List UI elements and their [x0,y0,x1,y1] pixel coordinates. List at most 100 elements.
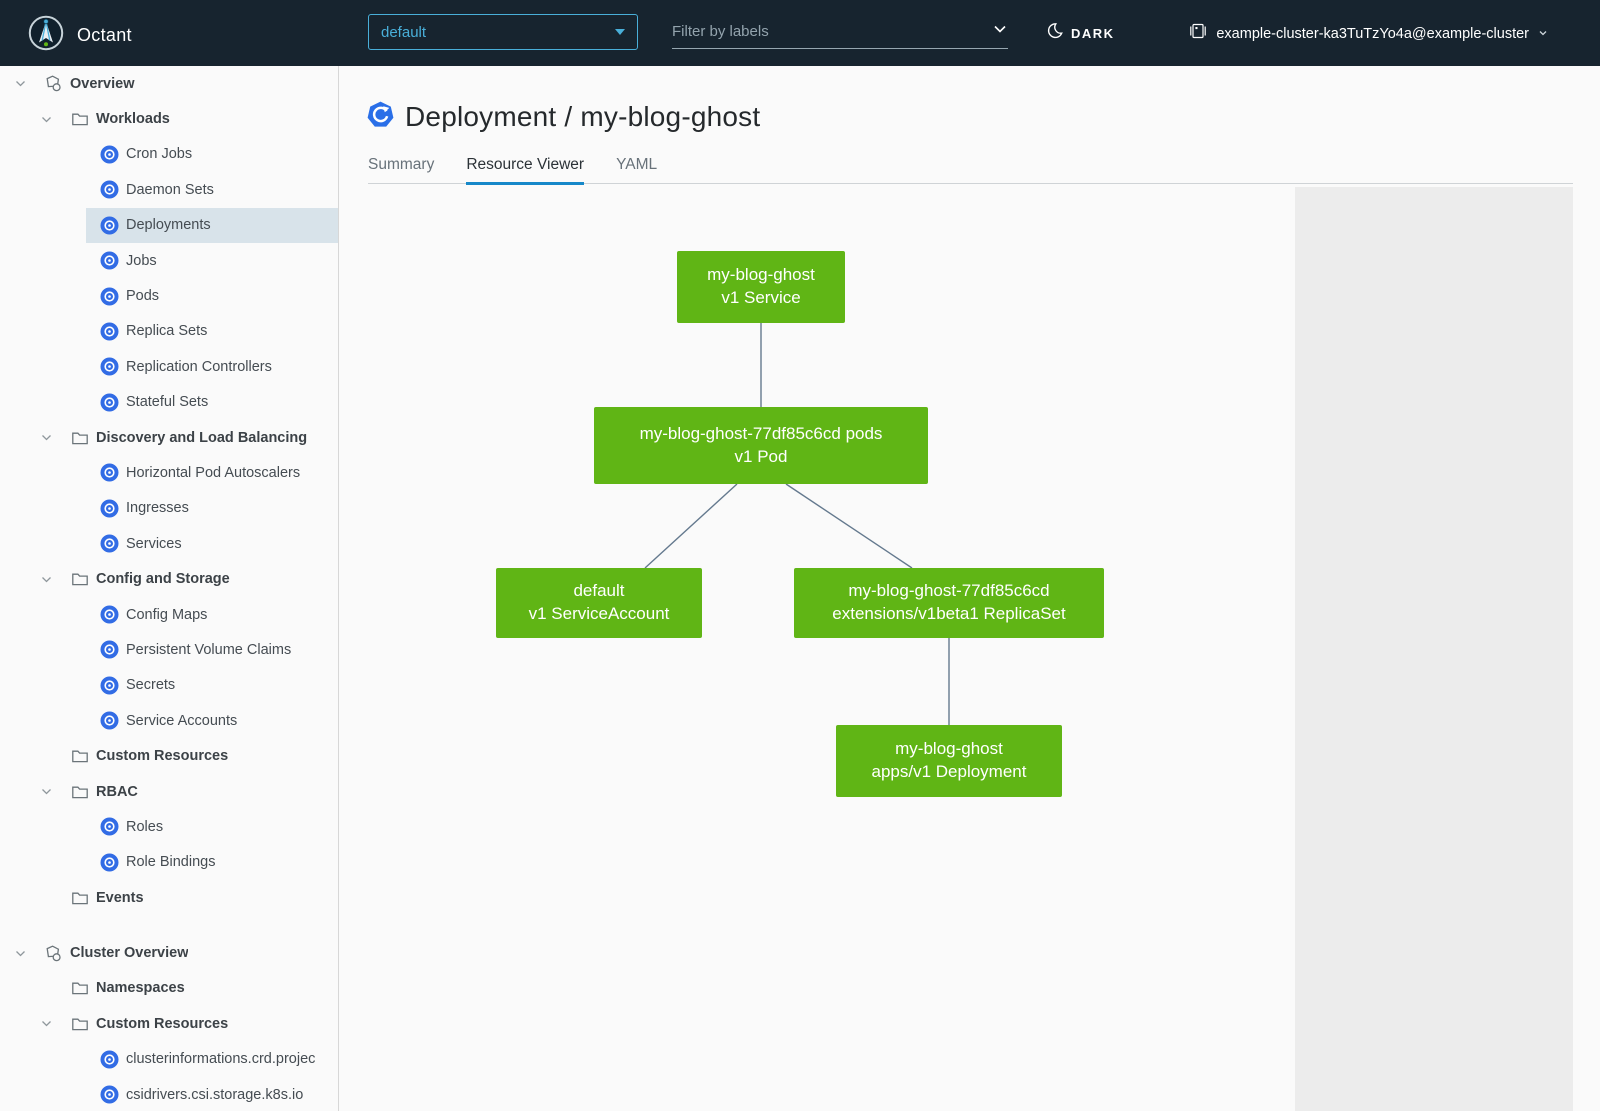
sidebar-item-custom-resources[interactable]: Custom Resources [0,738,338,773]
sidebar-item-workloads[interactable]: Workloads [0,101,338,136]
caret-down-icon[interactable] [14,947,27,960]
filter-by-labels-input[interactable]: Filter by labels [672,14,1008,49]
folder-icon [70,110,89,129]
tab-yaml[interactable]: YAML [616,156,658,173]
sidebar-item-namespaces[interactable]: Namespaces [0,971,338,1006]
sidebar-item-config-and-storage[interactable]: Config and Storage [0,561,338,596]
dark-theme-label: DARK [1071,25,1115,41]
app-title: Octant [77,25,132,45]
deployment-icon [367,101,394,133]
minimap-panel [1295,187,1573,1111]
pvc-icon [100,640,119,659]
graph-node-label: extensions/v1beta1 ReplicaSet [832,604,1066,623]
sidebar-item-daemon-sets[interactable]: Daemon Sets [86,172,338,207]
sidebar-item-label: Roles [126,818,164,835]
caret-down-icon[interactable] [40,1017,53,1030]
chevron-down-icon[interactable] [992,21,1008,42]
tab-bar: Summary Resource Viewer YAML [368,145,1573,185]
sidebar-item-label: Cron Jobs [126,146,193,163]
sidebar-item-config-maps[interactable]: Config Maps [86,597,338,632]
sidebar-item-replication-controllers[interactable]: Replication Controllers [86,349,338,384]
sidebar-item-cluster-overview[interactable]: Cluster Overview [0,935,338,970]
octant-logo-icon [28,15,64,56]
folder-icon [70,570,89,589]
cronjob-icon [100,145,119,164]
sidebar-item-label: Daemon Sets [126,181,214,198]
daemonset-icon [100,180,119,199]
dark-theme-toggle[interactable]: DARK [1046,22,1115,44]
secret-icon [100,676,119,695]
sidebar-item-horizontal-pod-autoscalers[interactable]: Horizontal Pod Autoscalers [86,455,338,490]
caret-down-icon[interactable] [40,431,53,444]
sidebar-item-role-bindings[interactable]: Role Bindings [86,845,338,880]
sidebar-item-jobs[interactable]: Jobs [86,243,338,278]
ingress-icon [100,499,119,518]
folder-icon [70,979,89,998]
sidebar-item-label: Workloads [96,111,170,128]
sidebar-item-ingresses[interactable]: Ingresses [86,491,338,526]
sidebar-item-label: RBAC [96,783,138,800]
graph-node-label: my-blog-ghost-77df85c6cd pods [639,423,883,443]
sidebar-item-label: Service Accounts [126,712,238,729]
sidebar-item-label: Namespaces [96,980,185,997]
sidebar-item-overview[interactable]: Overview [0,66,338,101]
cluster-icon [1189,22,1207,45]
sidebar-item-roles[interactable]: Roles [86,809,338,844]
sidebar-item-label: Events [96,889,144,906]
job-icon [100,251,119,270]
graph-node-label: my-blog-ghost [895,739,1003,759]
sidebar-item-csidrivers-csi-storage-k8s-io[interactable]: csidrivers.csi.storage.k8s.io [86,1077,338,1111]
sidebar-item-label: Role Bindings [126,854,216,871]
sidebar-item-deployments[interactable]: Deployments [86,207,338,243]
rolebinding-icon [100,853,119,872]
sidebar-item-rbac[interactable]: RBAC [0,774,338,809]
graph-node-label: default [573,581,625,601]
sidebar-item-label: Ingresses [126,500,189,517]
sidebar-item-service-accounts[interactable]: Service Accounts [86,703,338,738]
sidebar-item-label: Stateful Sets [126,394,209,411]
sidebar-item-label: Replica Sets [126,323,208,340]
graph-node-label: apps/v1 Deployment [871,762,1027,781]
cluster-context-selector[interactable]: example-cluster-ka3TuTzYo4a@example-clus… [1189,22,1548,45]
filter-placeholder: Filter by labels [672,22,769,40]
caret-down-icon [615,29,625,35]
sidebar-item-label: Jobs [126,252,157,269]
sidebar-item-secrets[interactable]: Secrets [86,668,338,703]
caret-down-icon[interactable] [40,573,53,586]
graph-node-deployment[interactable]: my-blog-ghost apps/v1 Deployment [836,725,1062,797]
sidebar-item-custom-resources[interactable]: Custom Resources [0,1006,338,1041]
sidebar-item-label: Config Maps [126,606,208,623]
sidebar-item-services[interactable]: Services [86,526,338,561]
folder-icon [70,428,89,447]
moon-icon [1046,22,1063,44]
sidebar-item-cron-jobs[interactable]: Cron Jobs [86,137,338,172]
sidebar-item-events[interactable]: Events [0,880,338,915]
tab-resource-viewer[interactable]: Resource Viewer [466,156,585,185]
sidebar-item-label: Cluster Overview [70,945,189,962]
graph-node-label: my-blog-ghost-77df85c6cd [848,581,1050,601]
graph-node-replicaset[interactable]: my-blog-ghost-77df85c6cd extensions/v1bet… [794,568,1104,638]
replicationcontroller-icon [100,357,119,376]
caret-down-icon[interactable] [40,113,53,126]
sidebar-item-stateful-sets[interactable]: Stateful Sets [86,385,338,420]
applications-icon [44,74,63,93]
sidebar-item-discovery-and-load-balancing[interactable]: Discovery and Load Balancing [0,420,338,455]
sidebar-item-clusterinformations-crd-projec[interactable]: clusterinformations.crd.projec [86,1042,338,1077]
tab-summary[interactable]: Summary [368,156,435,173]
sidebar-item-label: clusterinformations.crd.projec [126,1051,316,1068]
cluster-context-label: example-cluster-ka3TuTzYo4a@example-clus… [1216,25,1529,42]
sidebar-item-replica-sets[interactable]: Replica Sets [86,314,338,349]
sidebar-item-label: csidrivers.csi.storage.k8s.io [126,1086,304,1103]
sidebar-item-pods[interactable]: Pods [86,278,338,313]
sidebar-item-persistent-volume-claims[interactable]: Persistent Volume Claims [86,632,338,667]
namespace-dropdown[interactable]: default [368,14,638,50]
sidebar-item-label: Custom Resources [96,1015,229,1032]
caret-down-icon[interactable] [14,77,27,90]
serviceaccount-icon [100,711,119,730]
caret-down-icon[interactable] [40,785,53,798]
sidebar-item-label: Services [126,535,182,552]
